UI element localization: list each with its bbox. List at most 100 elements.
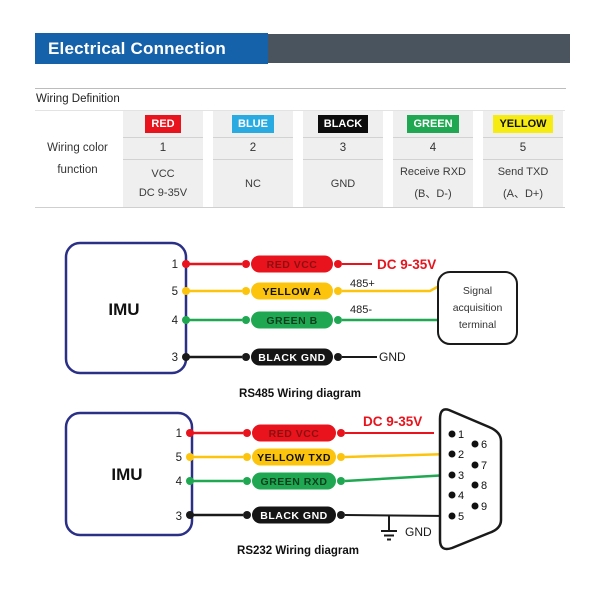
- chip-row: BLUE: [213, 111, 293, 138]
- rs232-pin-4: 4: [176, 476, 183, 488]
- db9-pin-dot-1: [448, 430, 456, 438]
- rs485-pin-5: 5: [172, 286, 178, 298]
- rs232-pill-green-label: GREEN RXD: [261, 476, 328, 488]
- chip-row: GREEN: [393, 111, 473, 138]
- rs485-gnd-label: GND: [379, 350, 406, 364]
- wire-function: VCC DC 9-35V: [123, 160, 203, 207]
- rs232-pin-5: 5: [176, 452, 182, 464]
- rs485-pill-yellow-label: YELLOW A: [262, 286, 321, 298]
- function-line: (A、D+): [502, 188, 544, 200]
- table-col-blue: BLUE 2 NC: [213, 111, 293, 207]
- db9-pin-9: 9: [481, 501, 487, 513]
- db9-pin-dot-6: [471, 440, 479, 448]
- rs232-dot: [243, 511, 251, 519]
- function-line: NC: [245, 177, 261, 190]
- rs485-terminal-box: [437, 271, 518, 345]
- rs485-pin-dot-green: [182, 316, 190, 324]
- rs485-pill-green: [251, 311, 333, 329]
- color-chip-yellow: YELLOW: [493, 114, 553, 134]
- page-title: Electrical Connection: [35, 33, 268, 64]
- rs232-wire-black-end: [344, 514, 450, 517]
- rs485-imu-box: [64, 241, 188, 375]
- wiring-table: Wiring color function RED 1 VCC DC 9-35V…: [35, 110, 565, 208]
- row-label-color: Wiring color: [47, 142, 108, 154]
- wire-number: 3: [303, 138, 383, 160]
- rs232-pin-dot-yellow: [186, 453, 194, 461]
- chip-row: RED: [123, 111, 203, 138]
- table-col-green: GREEN 4 Receive RXD (B、D-): [393, 111, 473, 207]
- rs485-pin-dot-yellow: [182, 287, 190, 295]
- rs232-pin-dot-black: [186, 511, 194, 519]
- rs485-caption: RS485 Wiring diagram: [239, 388, 361, 400]
- db9-pin-8: 8: [481, 480, 487, 492]
- rs232-caption: RS232 Wiring diagram: [237, 545, 359, 557]
- rs232-diagram: IMU 1 5 4 3 RED VCC DC 9-35V YELLOW TXD: [64, 408, 503, 557]
- rs485-pill-yellow: [251, 282, 333, 300]
- db9-pin-dot-4: [448, 491, 456, 499]
- color-chip-black: BLACK: [317, 114, 369, 134]
- rs232-imu-label: IMU: [111, 465, 142, 484]
- wire-number: 1: [123, 138, 203, 160]
- wire-function: Receive RXD (B、D-): [393, 160, 473, 207]
- function-line: (B、D-): [414, 188, 452, 200]
- ground-symbol-icon: [381, 515, 397, 541]
- rs232-pill-black-label: BLACK GND: [260, 510, 328, 522]
- table-row-labels: Wiring color function: [35, 111, 120, 207]
- rs232-power-label: DC 9-35V: [363, 414, 422, 429]
- wire-number: 4: [393, 138, 473, 160]
- db9-pin-4: 4: [458, 490, 464, 502]
- divider-line: [35, 88, 566, 89]
- rs485-485minus-label: 485-: [350, 304, 372, 316]
- color-chip-red: RED: [145, 114, 181, 134]
- db9-pin-5: 5: [458, 511, 464, 523]
- rs232-pill-yellow: [252, 448, 336, 466]
- rs232-wire-yellow-end: [344, 452, 450, 459]
- rs485-dot: [334, 260, 342, 268]
- rs232-dot: [337, 477, 345, 485]
- db9-pin-7: 7: [481, 460, 487, 472]
- table-col-red: RED 1 VCC DC 9-35V: [123, 111, 203, 207]
- rs485-485plus-label: 485+: [350, 278, 375, 290]
- table-col-yellow: YELLOW 5 Send TXD (A、D+): [483, 111, 563, 207]
- rs485-pin-4: 4: [172, 315, 179, 327]
- db9-pin-dot-7: [471, 461, 479, 469]
- rs485-dot: [242, 353, 250, 361]
- rs485-pin-3: 3: [172, 352, 178, 364]
- rs485-pin-1: 1: [172, 259, 178, 271]
- color-chip-green: GREEN: [407, 114, 459, 134]
- rs485-pin-dot-red: [182, 260, 190, 268]
- chip-row: YELLOW: [483, 111, 563, 138]
- rs232-pin-3: 3: [176, 511, 182, 523]
- db9-pin-1: 1: [458, 429, 464, 441]
- header-accent-bar: [268, 34, 570, 63]
- rs485-dot: [242, 316, 250, 324]
- rs485-pill-red: [251, 255, 333, 273]
- db9-connector: [438, 408, 503, 551]
- rs485-pill-black: [251, 348, 333, 366]
- rs232-dot: [337, 429, 345, 437]
- terminal-line-2: acquisition: [453, 302, 503, 314]
- rs232-dot: [337, 511, 345, 519]
- db9-pin-3: 3: [458, 470, 464, 482]
- rs232-pin-1: 1: [176, 428, 182, 440]
- function-line: Receive RXD: [399, 166, 467, 178]
- rs485-dot: [334, 287, 342, 295]
- table-col-black: BLACK 3 GND: [303, 111, 383, 207]
- rs485-dot: [242, 260, 250, 268]
- rs485-dot: [334, 316, 342, 324]
- wire-number: 2: [213, 138, 293, 160]
- rs232-pill-black: [252, 506, 336, 524]
- table-title: Wiring Definition: [36, 93, 120, 105]
- rs485-wire-485plus: [342, 284, 440, 293]
- rs232-pill-red: [252, 424, 336, 442]
- rs485-pill-red-label: RED VCC: [267, 259, 318, 271]
- rs232-pin-dot-green: [186, 477, 194, 485]
- function-line: DC 9-35V: [138, 187, 188, 199]
- db9-pin-dot-5: [448, 512, 456, 520]
- terminal-line-3: terminal: [459, 319, 496, 331]
- rs232-dot: [243, 429, 251, 437]
- rs485-diagram: IMU 1 5 4 3 RED VCC DC 9-35V YELLOW A 48…: [64, 241, 518, 400]
- function-line: Send TXD: [497, 166, 549, 178]
- rs485-pill-black-label: BLACK GND: [258, 352, 326, 364]
